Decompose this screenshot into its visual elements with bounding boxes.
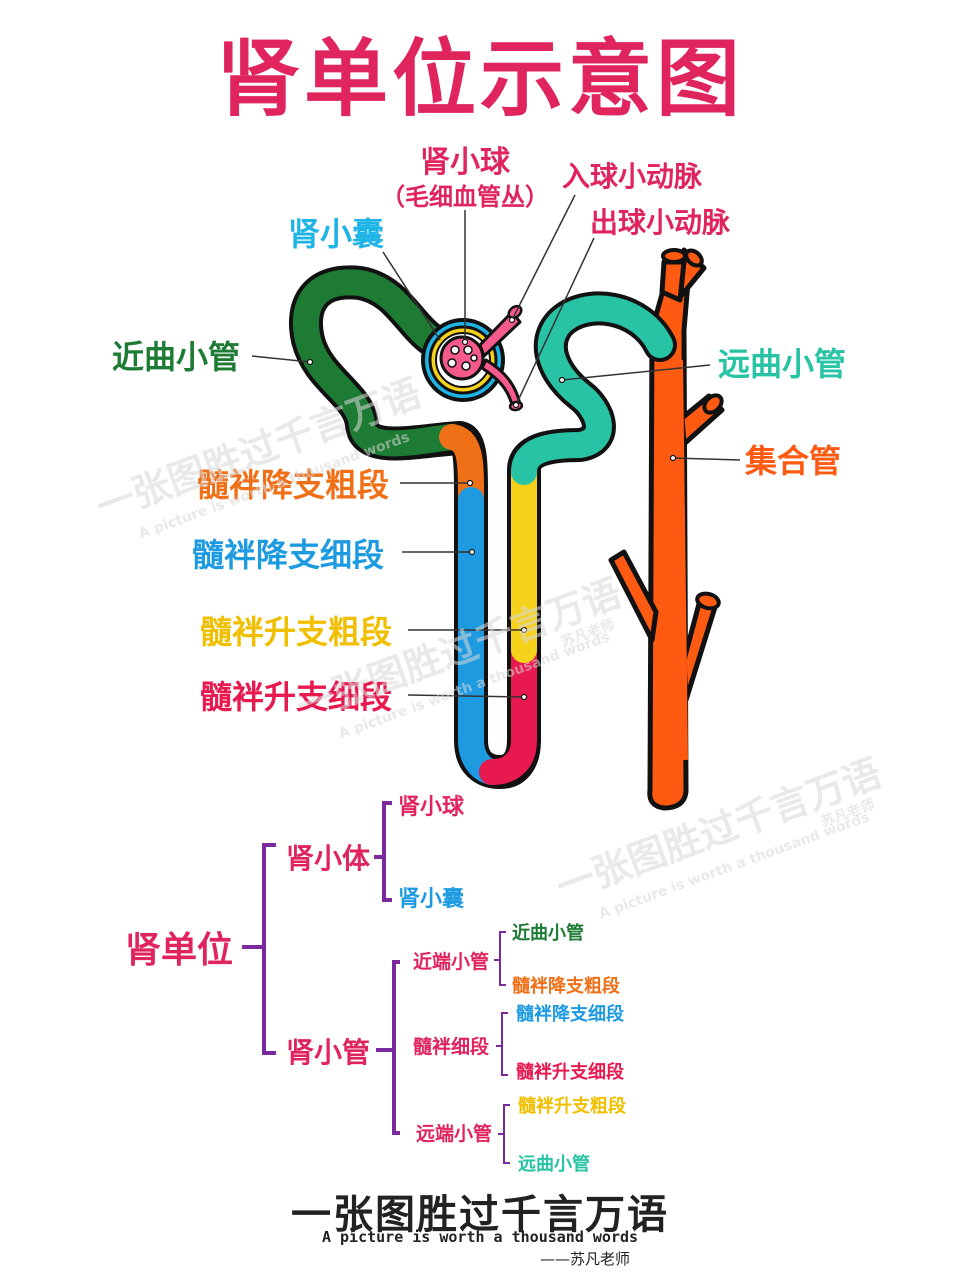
tree-proximal: 近端小管 <box>413 950 489 973</box>
footer-slogan: 一张图胜过千言万语 <box>291 1192 669 1238</box>
tree-corpuscle: 肾小体 <box>286 842 371 875</box>
label-glomerulus-sub: （毛细血管丛） <box>381 183 549 211</box>
renal-corpuscle <box>421 304 524 412</box>
diagram-labels: 肾小球 （毛细血管丛） 入球小动脉 出球小动脉 肾小囊 近曲小管 远曲小管 集合… <box>112 145 846 716</box>
footer-english: A picture is worth a thousand words <box>321 1228 639 1246</box>
label-thin-asc: 髓袢升支细段 <box>200 678 392 716</box>
tree-tubule: 肾小管 <box>286 1036 370 1069</box>
label-dct: 远曲小管 <box>718 345 846 383</box>
label-thick-desc: 髓袢降支粗段 <box>197 466 389 504</box>
tree-proximal-child-1: 近曲小管 <box>512 922 584 944</box>
label-pct: 近曲小管 <box>112 338 240 376</box>
tree-corpuscle-child-1: 肾小球 <box>398 795 465 820</box>
distal-convoluted-tubule <box>511 295 673 485</box>
footer-signature: ——苏凡老师 <box>540 1250 631 1268</box>
tree-thin-child-1: 髓袢降支细段 <box>516 1003 625 1025</box>
hierarchy-tree: 肾单位 肾小体 肾小管 肾小球 肾小囊 近端小管 髓袢细段 远端小管 近曲小管 … <box>125 795 627 1175</box>
page-title: 肾单位示意图 <box>215 30 744 128</box>
label-thin-desc: 髓袢降支细段 <box>192 536 384 574</box>
label-collecting: 集合管 <box>744 442 841 480</box>
proximal-convoluted-tubule <box>292 269 465 457</box>
leader-lines <box>251 194 741 698</box>
tree-thin-child-2: 髓袢升支细段 <box>516 1061 625 1083</box>
label-afferent: 入球小动脉 <box>562 160 703 193</box>
afferent-arteriole <box>478 310 522 358</box>
collecting-duct <box>608 247 725 811</box>
label-capsule: 肾小囊 <box>288 215 384 253</box>
tree-corpuscle-child-2: 肾小囊 <box>398 886 464 912</box>
thin-ascending-limb <box>479 637 537 785</box>
tree-distal: 远端小管 <box>416 1122 492 1145</box>
tree-distal-child-1: 髓袢升支粗段 <box>518 1095 627 1117</box>
tree-proximal-child-2: 髓袢降支粗段 <box>512 975 621 997</box>
label-glomerulus: 肾小球 <box>420 145 511 180</box>
label-efferent: 出球小动脉 <box>590 206 731 239</box>
tree-thin: 髓袢细段 <box>413 1035 490 1058</box>
tree-distal-child-2: 远曲小管 <box>518 1153 590 1175</box>
tree-root: 肾单位 <box>125 930 233 971</box>
label-thick-asc: 髓袢升支粗段 <box>200 613 392 651</box>
